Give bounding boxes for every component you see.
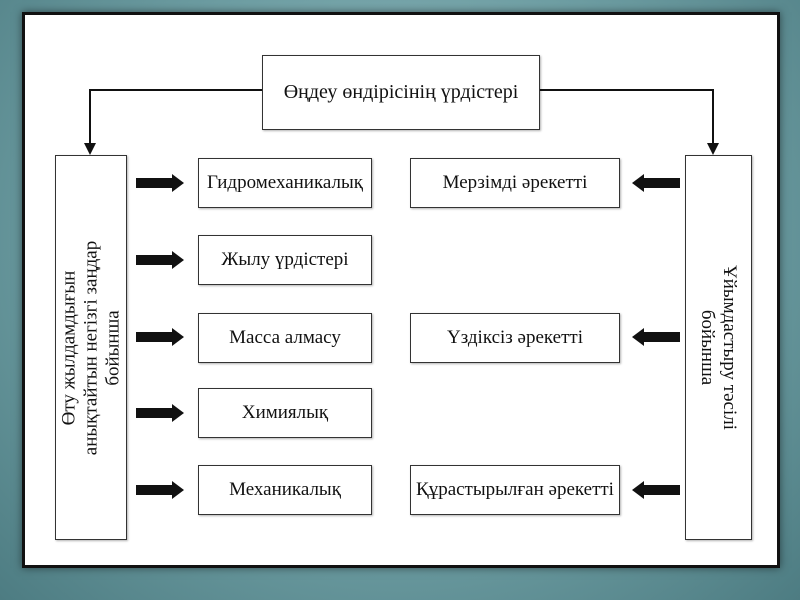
organization-box: Үздіксіз әрекетті [410, 313, 620, 363]
process-box: Механикалық [198, 465, 372, 515]
right-category-line: Ұйымдастыру тәсілі [719, 265, 741, 430]
arrowhead-down-right-icon [707, 143, 719, 155]
arrow-right-icon [136, 251, 184, 269]
arrow-left-icon [632, 328, 680, 346]
arrow-right-icon [136, 174, 184, 192]
arrow-right-icon [136, 328, 184, 346]
process-label: Гидромеханикалық [207, 172, 363, 193]
left-category-line: Өту жылдамдығын [58, 270, 79, 425]
left-category-text: Өту жылдамдығын анықтайтын негізгі заңда… [55, 155, 127, 540]
connector-right-h [540, 89, 714, 91]
process-box: Химиялық [198, 388, 372, 438]
right-category-box: Ұйымдастыру тәсілі бойынша [685, 155, 752, 540]
arrow-left-icon [632, 481, 680, 499]
arrow-right-icon [136, 404, 184, 422]
arrow-right-icon [136, 481, 184, 499]
process-box: Гидромеханикалық [198, 158, 372, 208]
title-text: Өңдеу өндірісінің үрдістері [283, 81, 519, 103]
process-box: Жылу үрдістері [198, 235, 372, 285]
organization-label: Мерзімді әрекетті [442, 172, 588, 193]
process-label: Химиялық [241, 402, 329, 423]
organization-box: Мерзімді әрекетті [410, 158, 620, 208]
process-box: Масса алмасу [198, 313, 372, 363]
left-category-line: анықтайтын негізгі заңдар [80, 240, 101, 455]
organization-box: Құрастырылған әрекетті [410, 465, 620, 515]
connector-left-h [90, 89, 262, 91]
connector-left-v [89, 89, 91, 147]
organization-label: Үздіксіз әрекетті [447, 327, 583, 348]
process-label: Масса алмасу [229, 327, 341, 348]
process-label: Механикалық [229, 479, 341, 500]
connector-right-v [712, 89, 714, 147]
arrowhead-down-left-icon [84, 143, 96, 155]
title-box: Өңдеу өндірісінің үрдістері [262, 55, 540, 130]
left-category-box: Өту жылдамдығын анықтайтын негізгі заңда… [55, 155, 127, 540]
left-category-line: бойынша [102, 309, 123, 386]
process-label: Жылу үрдістері [221, 249, 349, 270]
organization-label: Құрастырылған әрекетті [416, 479, 614, 500]
right-category-line: бойынша [697, 309, 719, 386]
arrow-left-icon [632, 174, 680, 192]
right-category-text: Ұйымдастыру тәсілі бойынша [685, 155, 752, 540]
